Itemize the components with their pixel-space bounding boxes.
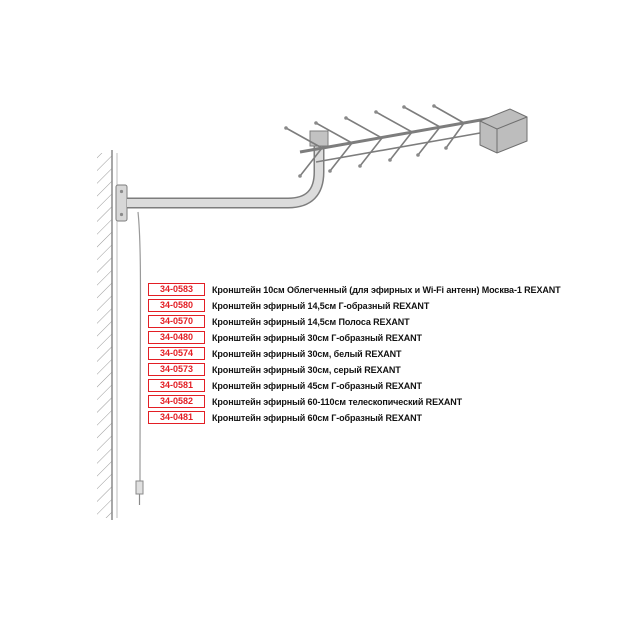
product-description: Кронштейн эфирный 60см Г-образный REXANT (212, 412, 422, 423)
yagi-antenna (284, 104, 493, 178)
amplifier-box (479, 108, 528, 154)
wall (97, 150, 118, 520)
product-row: 34-0582 Кронштейн эфирный 60-110см телес… (148, 395, 561, 408)
product-code-badge: 34-0582 (148, 395, 205, 408)
bracket-wall-plate (115, 184, 128, 222)
product-description: Кронштейн эфирный 30см Г-образный REXANT (212, 332, 422, 343)
antenna-clamp (309, 130, 329, 147)
product-row: 34-0583 Кронштейн 10см Облегченный (для … (148, 283, 561, 296)
product-description: Кронштейн эфирный 30см, серый REXANT (212, 364, 401, 375)
product-row: 34-0480 Кронштейн эфирный 30см Г-образны… (148, 331, 561, 344)
product-code-badge: 34-0570 (148, 315, 205, 328)
product-row: 34-0481 Кронштейн эфирный 60см Г-образны… (148, 411, 561, 424)
product-description: Кронштейн эфирный 60-110см телескопическ… (212, 396, 463, 407)
product-code-badge: 34-0574 (148, 347, 205, 360)
product-description: Кронштейн 10см Облегченный (для эфирных … (212, 284, 561, 295)
product-code-badge: 34-0583 (148, 283, 205, 296)
product-description: Кронштейн эфирный 14,5см Г-образный REXA… (212, 300, 430, 311)
product-row: 34-0581 Кронштейн эфирный 45см Г-образны… (148, 379, 561, 392)
product-code-badge: 34-0580 (148, 299, 205, 312)
bracket-arm (127, 140, 325, 209)
product-description: Кронштейн эфирный 14,5см Полоса REXANT (212, 316, 410, 327)
product-code-badge: 34-0573 (148, 363, 205, 376)
product-row: 34-0580 Кронштейн эфирный 14,5см Г-образ… (148, 299, 561, 312)
product-row: 34-0574 Кронштейн эфирный 30см, белый RE… (148, 347, 561, 360)
product-row: 34-0573 Кронштейн эфирный 30см, серый RE… (148, 363, 561, 376)
product-code-badge: 34-0481 (148, 411, 205, 424)
product-code-badge: 34-0581 (148, 379, 205, 392)
product-list: 34-0583 Кронштейн 10см Облегченный (для … (148, 283, 561, 424)
product-description: Кронштейн эфирный 45см Г-образный REXANT (212, 380, 422, 391)
antenna-cable (135, 211, 144, 505)
product-code-badge: 34-0480 (148, 331, 205, 344)
product-description: Кронштейн эфирный 30см, белый REXANT (212, 348, 402, 359)
product-row: 34-0570 Кронштейн эфирный 14,5см Полоса … (148, 315, 561, 328)
